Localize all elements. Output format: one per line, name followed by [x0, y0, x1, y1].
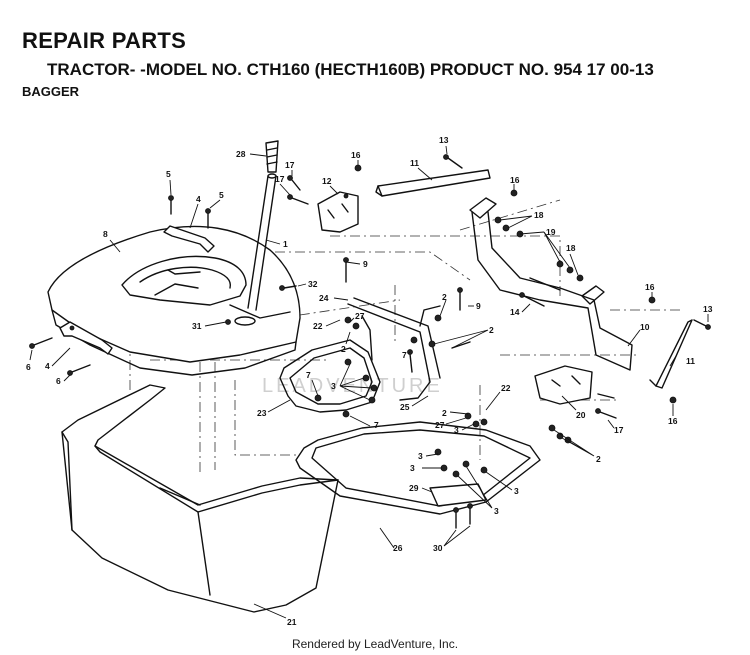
callout-18: 18 — [566, 243, 576, 253]
callout-2: 2 — [489, 325, 494, 335]
callout-11: 11 — [686, 356, 695, 366]
callout-14: 14 — [510, 307, 520, 317]
callout-11: 11 — [410, 158, 419, 168]
callout-1: 1 — [283, 239, 288, 249]
callout-3: 3 — [331, 381, 336, 391]
callout-2: 2 — [442, 408, 447, 418]
callout-25: 25 — [400, 402, 410, 412]
callout-22: 22 — [313, 321, 323, 331]
part-frame-lower — [295, 421, 541, 515]
part-bracket-20 — [534, 365, 593, 405]
callout-29: 29 — [409, 483, 419, 493]
callout-4: 4 — [196, 194, 201, 204]
part-handles — [59, 225, 215, 355]
footer-credit: Rendered by LeadVenture, Inc. — [291, 637, 459, 651]
callout-labels: 28 5 4 5 8 17 17 12 16 11 13 16 18 19 18… — [26, 135, 713, 627]
callout-3: 3 — [514, 486, 519, 496]
part-frame-arm — [469, 197, 633, 371]
callout-24: 24 — [319, 293, 329, 303]
callout-20: 20 — [576, 410, 586, 420]
callout-2: 2 — [442, 292, 447, 302]
callout-21: 21 — [287, 617, 297, 627]
callout-7: 7 — [306, 370, 311, 380]
callout-3: 3 — [494, 506, 499, 516]
callout-5: 5 — [166, 169, 171, 179]
part-bracket-12 — [317, 191, 359, 233]
callout-12: 12 — [322, 176, 332, 186]
callout-16: 16 — [351, 150, 361, 160]
section-label: BAGGER — [22, 84, 80, 99]
part-angle-bracket-upper — [375, 169, 491, 197]
callout-10: 10 — [640, 322, 650, 332]
hardware — [29, 154, 711, 529]
page-title: REPAIR PARTS — [22, 28, 187, 53]
callout-32: 32 — [308, 279, 318, 289]
callout-9: 9 — [476, 301, 481, 311]
callout-13: 13 — [439, 135, 449, 145]
callout-30: 30 — [433, 543, 443, 553]
callout-23: 23 — [257, 408, 267, 418]
callout-3: 3 — [454, 425, 459, 435]
callout-13: 13 — [703, 304, 713, 314]
callout-18: 18 — [534, 210, 544, 220]
callout-16: 16 — [645, 282, 655, 292]
callout-3: 3 — [418, 451, 423, 461]
callout-27: 27 — [435, 420, 445, 430]
callout-9: 9 — [363, 259, 368, 269]
callout-27: 27 — [355, 311, 365, 321]
callout-17: 17 — [285, 160, 295, 170]
callout-17: 17 — [614, 425, 624, 435]
callout-31: 31 — [192, 321, 202, 331]
callout-5: 5 — [219, 190, 224, 200]
callout-2: 2 — [596, 454, 601, 464]
callout-19: 19 — [546, 227, 556, 237]
part-tube — [247, 140, 279, 311]
callout-16: 16 — [668, 416, 678, 426]
callout-28: 28 — [236, 149, 246, 159]
part-bag — [61, 384, 339, 613]
callout-4: 4 — [45, 361, 50, 371]
part-cover — [47, 225, 301, 376]
part-angle-bracket-lower — [649, 319, 693, 389]
callout-6: 6 — [56, 376, 61, 386]
callout-7: 7 — [374, 420, 379, 430]
callout-3: 3 — [410, 463, 415, 473]
callout-16: 16 — [510, 175, 520, 185]
callout-8: 8 — [103, 229, 108, 239]
callout-26: 26 — [393, 543, 403, 553]
model-subtitle: TRACTOR- -MODEL NO. CTH160 (HECTH160B) P… — [47, 60, 654, 79]
callout-17: 17 — [275, 174, 285, 184]
callout-6: 6 — [26, 362, 31, 372]
part-frame-center — [347, 297, 441, 401]
callout-2: 2 — [341, 344, 346, 354]
part-frame-rod-23 — [279, 339, 381, 413]
callout-7: 7 — [402, 350, 407, 360]
callout-22: 22 — [501, 383, 511, 393]
watermark-text: LEADVENTURE — [262, 375, 443, 397]
